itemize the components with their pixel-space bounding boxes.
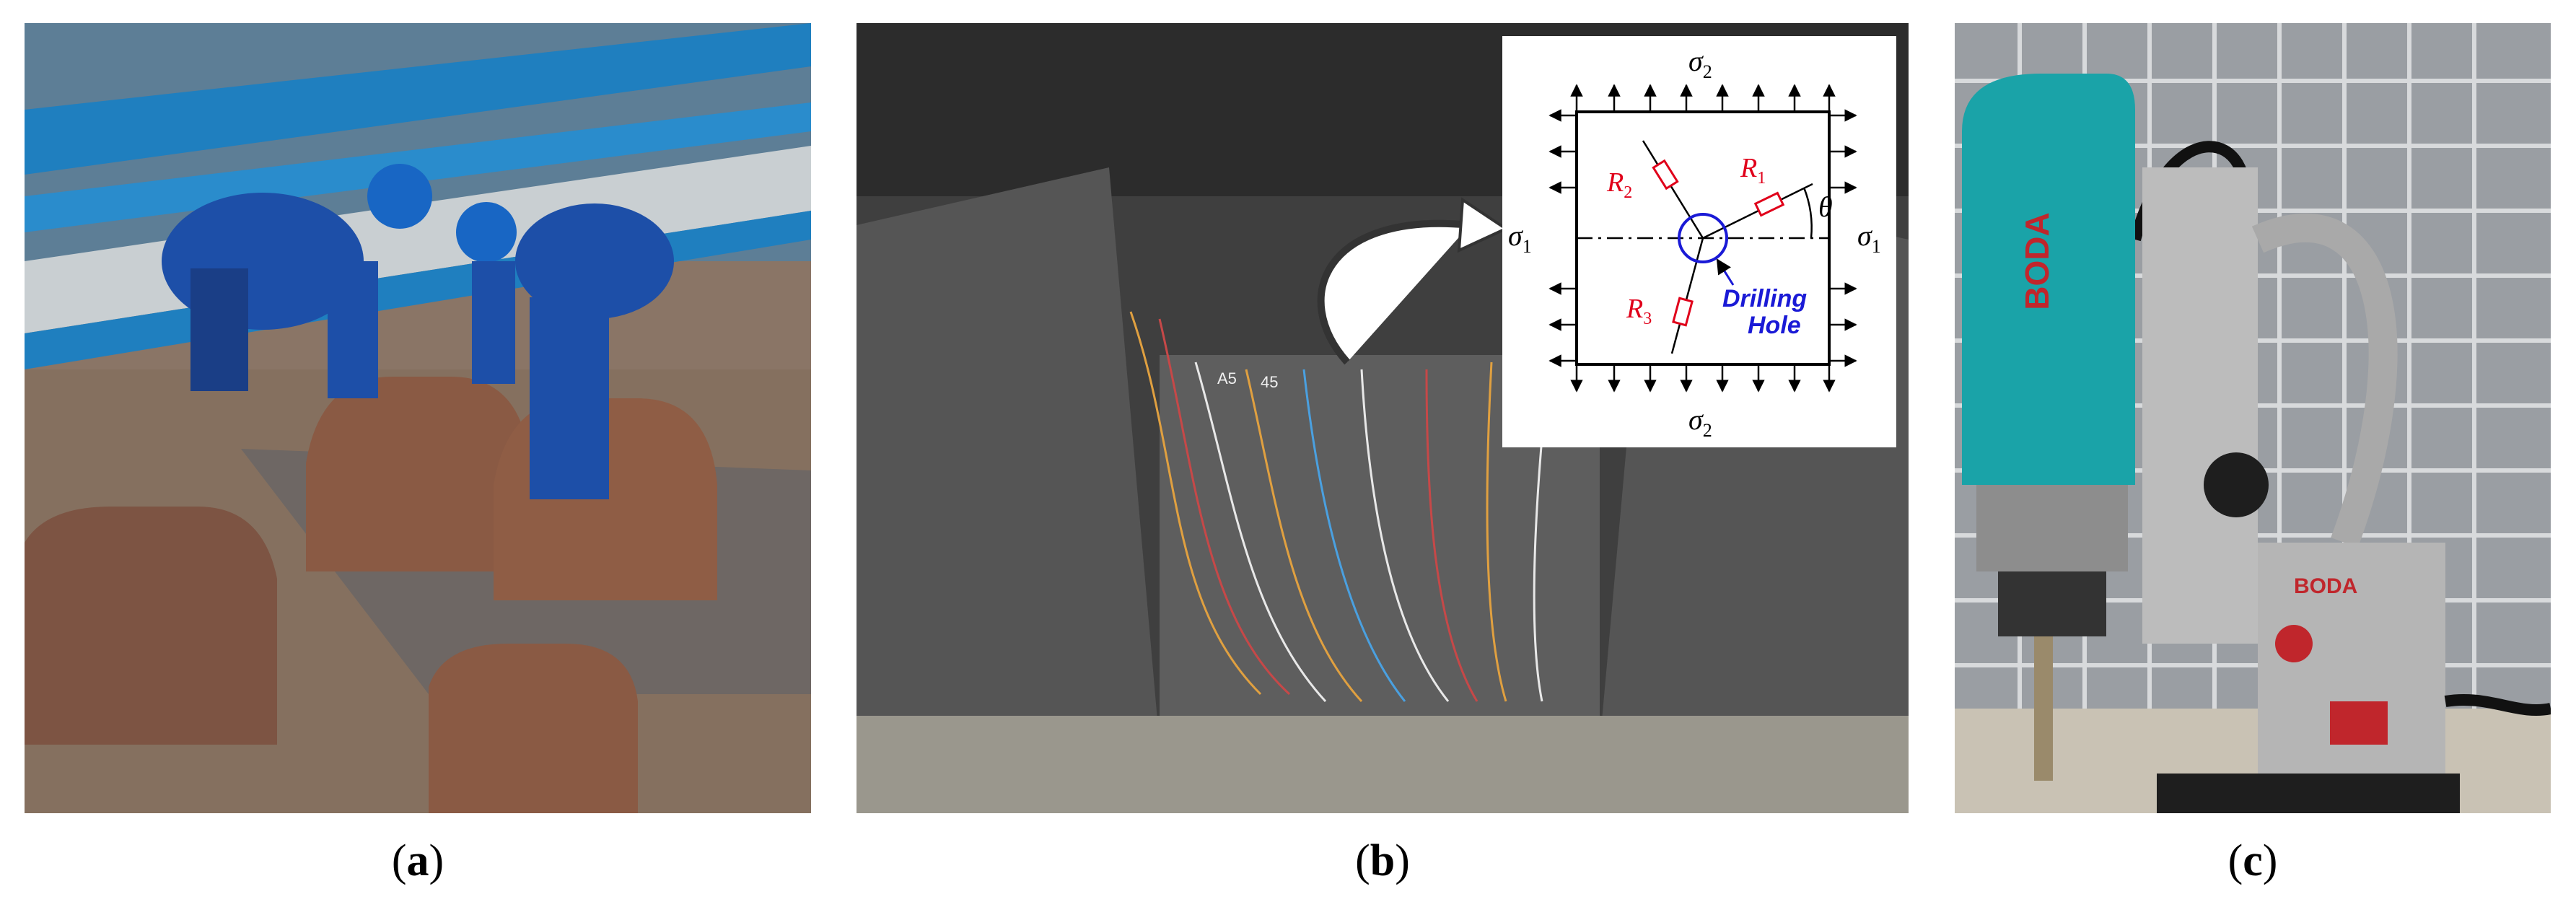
sigma-bottom-label: σ2 [1688,403,1712,441]
hole-pointer-arrow [1716,258,1735,286]
drilling-hole-label-line1: Drilling [1722,285,1807,312]
drill-motor-body [1962,74,2135,485]
drill-brand-vertical: BODA [2018,212,2056,310]
caption-a: (a) [391,836,444,885]
power-switch-icon [2330,701,2388,745]
gauge-r2-label: R2 [1606,167,1632,202]
angle-arc [1802,187,1813,239]
drill-brand-plate: BODA [2294,574,2357,598]
stress-diagram-inset: σ2 σ2 σ1 σ1 R1 R2 R3 θ Drilling Hole [1502,36,1896,447]
gauge-mark-2: 45 [1261,373,1278,391]
gauge-r1-label: R1 [1740,153,1766,188]
sigma-top-label: σ2 [1688,45,1712,82]
photo-magnetic-drill: BODA BODA [1955,23,2551,813]
sigma-right-label: σ1 [1857,219,1881,257]
gauge-r2-icon [1652,159,1679,190]
drill-stand [2142,167,2258,644]
theta-label: θ [1818,190,1833,223]
gauge-mark-1: A5 [1217,369,1237,387]
gauge-r3-icon [1672,297,1694,327]
sigma1-arrows [1548,109,1857,367]
drill-bit [2034,636,2053,781]
caption-c: (c) [2227,836,2278,885]
caption-b: (b) [1355,836,1410,885]
sigma-left-label: σ1 [1508,219,1532,257]
drilling-hole-label-line2: Hole [1748,312,1801,339]
drilling-hole-icon [1678,213,1728,263]
photo-workers-factory [25,23,811,813]
sigma2-arrows [1570,84,1836,393]
gauge-r3-label: R3 [1626,294,1652,328]
red-button-icon [2275,625,2313,662]
photo-strain-gauges: A5 45 [857,23,1909,813]
drill-photo-illustration: BODA BODA [1955,23,2551,813]
workers-photo-illustration [25,23,811,813]
gauge-r1-icon [1753,191,1785,217]
stress-diagram: σ2 σ2 σ1 σ1 R1 R2 R3 θ Drilling Hole [1508,45,1881,441]
